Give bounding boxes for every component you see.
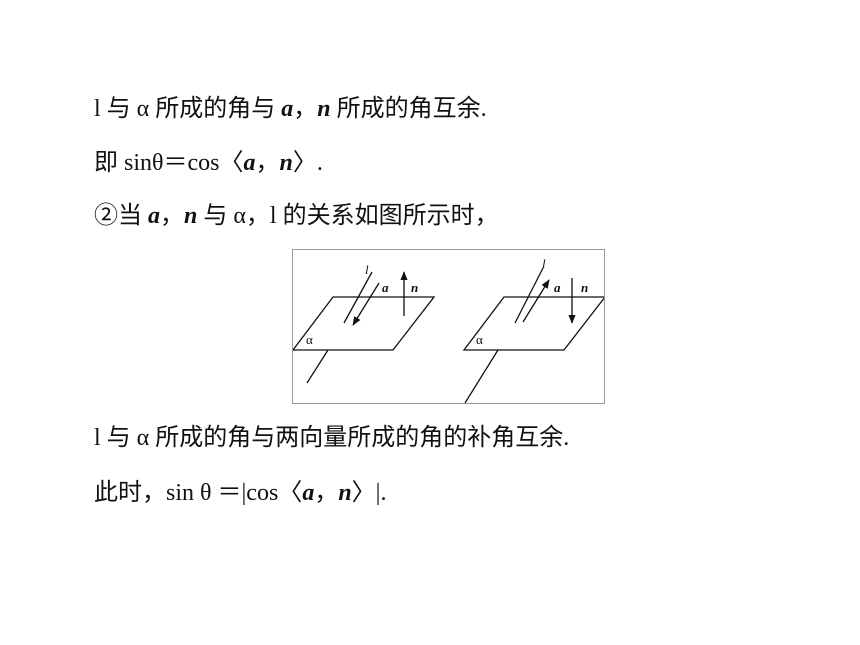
line1-separator: ， <box>293 96 318 122</box>
vector-a: a <box>281 96 294 122</box>
vector-a: a <box>243 150 256 176</box>
vector-n: n <box>338 480 352 506</box>
left-vector-a-label: a <box>382 280 389 295</box>
right-line-label: l <box>542 256 546 271</box>
text-line-3: ②当 a，n 与 α，l 的关系如图所示时， <box>94 202 499 230</box>
line4-text: l 与 α 所成的角与两向量所成的角的补角互余. <box>94 425 570 451</box>
left-line-l-above <box>343 271 373 324</box>
vector-a: a <box>302 480 315 506</box>
right-line-l-above <box>514 267 544 324</box>
left-plane-label: α <box>306 332 313 347</box>
line1-part2: 所成的角互余. <box>330 96 487 122</box>
right-vector-a <box>522 279 550 323</box>
left-line-label: l <box>365 262 369 277</box>
line2-separator: ， <box>255 150 280 176</box>
right-vector-a-label: a <box>554 280 561 295</box>
vector-n: n <box>279 150 293 176</box>
left-vector-a <box>352 282 380 326</box>
line2-part2: 〉. <box>292 150 323 176</box>
line1-part1: l 与 α 所成的角与 <box>94 96 282 122</box>
text-line-5: 此时，sin θ ＝|cos〈a，n〉|. <box>94 479 386 507</box>
line5-part1: 此时，sin θ ＝|cos〈 <box>94 480 303 506</box>
left-line-l-below <box>306 349 329 384</box>
left-vector-n-label: n <box>411 280 418 295</box>
line5-part2: 〉|. <box>351 480 387 506</box>
right-plane-label: α <box>476 332 483 347</box>
right-diagram: l a n α <box>462 256 604 403</box>
left-plane <box>293 296 436 351</box>
line3-part1: ②当 <box>94 203 148 229</box>
right-vector-n-label: n <box>581 280 588 295</box>
line3-part2: 与 α，l 的关系如图所示时， <box>197 203 499 229</box>
text-line-4: l 与 α 所成的角与两向量所成的角的补角互余. <box>94 424 569 452</box>
text-line-2: 即 sinθ＝cos〈a，n〉. <box>94 149 323 177</box>
figure-svg: l a n α l a n α <box>293 256 604 403</box>
right-plane <box>462 296 604 351</box>
line3-separator: ， <box>160 203 184 229</box>
line5-separator: ， <box>314 480 339 506</box>
vector-n: n <box>317 96 331 122</box>
text-line-1: l 与 α 所成的角与 a，n 所成的角互余. <box>94 95 487 123</box>
vector-n: n <box>184 203 198 229</box>
line2-part1: 即 sinθ＝cos〈 <box>94 150 244 176</box>
geometry-figure: l a n α l a n α <box>292 249 605 404</box>
right-line-l-below <box>464 349 499 403</box>
left-diagram: l a n α <box>293 262 436 384</box>
vector-a: a <box>148 203 160 229</box>
